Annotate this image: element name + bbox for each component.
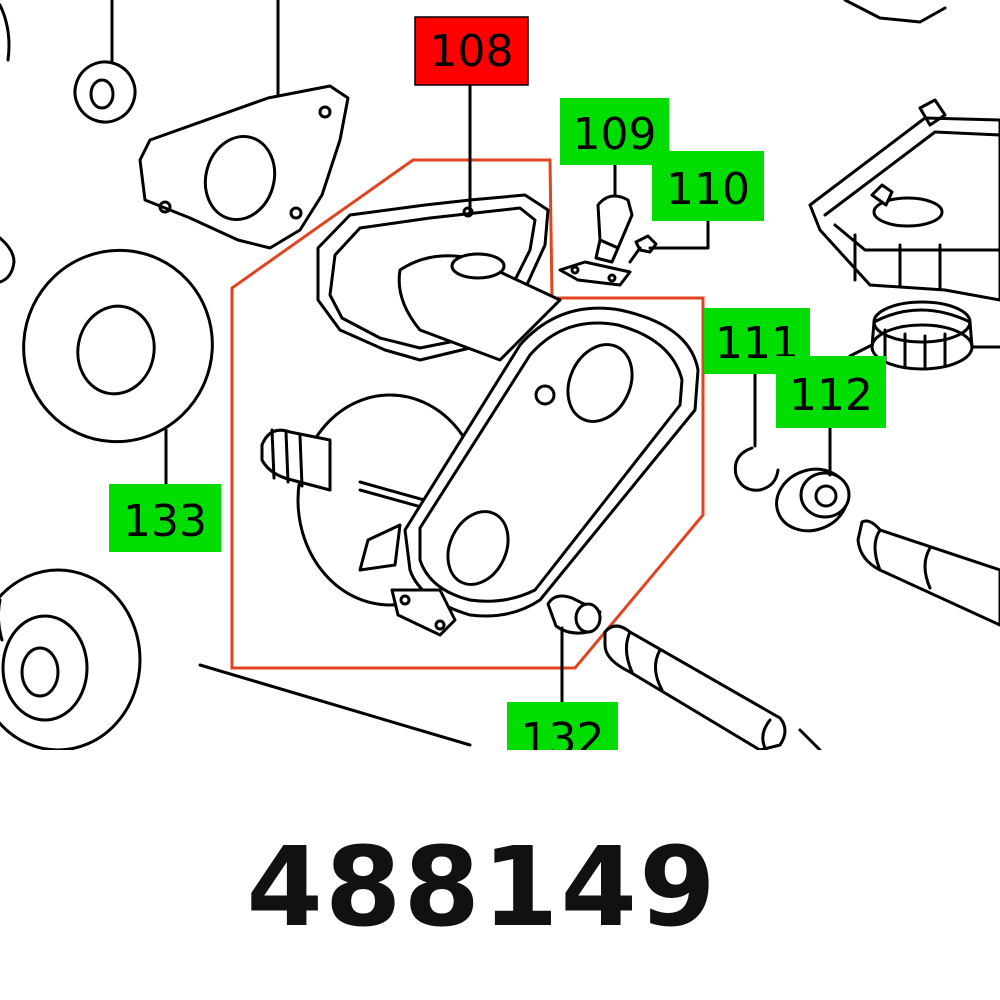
callout-108-text: 108 (430, 26, 514, 77)
pin-part (546, 594, 602, 635)
drawing-area: 108 109 110 111 112 133 132 (0, 0, 1000, 770)
circlip-part (733, 446, 780, 492)
large-disc-part (22, 248, 214, 444)
callout-133-text: 133 (123, 496, 207, 547)
ball-bearing-part (775, 467, 851, 533)
callout-112-text: 112 (789, 370, 873, 421)
callout-132-text: 132 (521, 714, 605, 765)
callout-110-text: 110 (666, 164, 750, 215)
lower-shaft-part (603, 624, 822, 750)
highlight-outline (230, 158, 705, 670)
callout-109-text: 109 (573, 109, 657, 160)
label-leaders (164, 82, 874, 704)
callout-108[interactable]: 108 (414, 16, 529, 86)
leader-lines-top-left (0, 0, 280, 102)
bottom-left-bearing-part (0, 568, 472, 750)
callout-112[interactable]: 112 (776, 356, 886, 428)
washer-part (73, 60, 137, 124)
callout-133[interactable]: 133 (109, 484, 221, 552)
base-housing-part (808, 0, 1000, 302)
gearbox-housing-part (260, 193, 700, 637)
callout-110[interactable]: 110 (652, 151, 764, 221)
callout-132[interactable]: 132 (507, 702, 618, 770)
edge-ring-part (0, 236, 16, 284)
knob-part (558, 194, 634, 287)
ring-part (870, 300, 1000, 371)
gasket-plate-part (138, 84, 350, 250)
part-number: 488149 (246, 823, 717, 951)
right-shaft-part (856, 519, 1000, 627)
callout-109[interactable]: 109 (560, 98, 669, 165)
